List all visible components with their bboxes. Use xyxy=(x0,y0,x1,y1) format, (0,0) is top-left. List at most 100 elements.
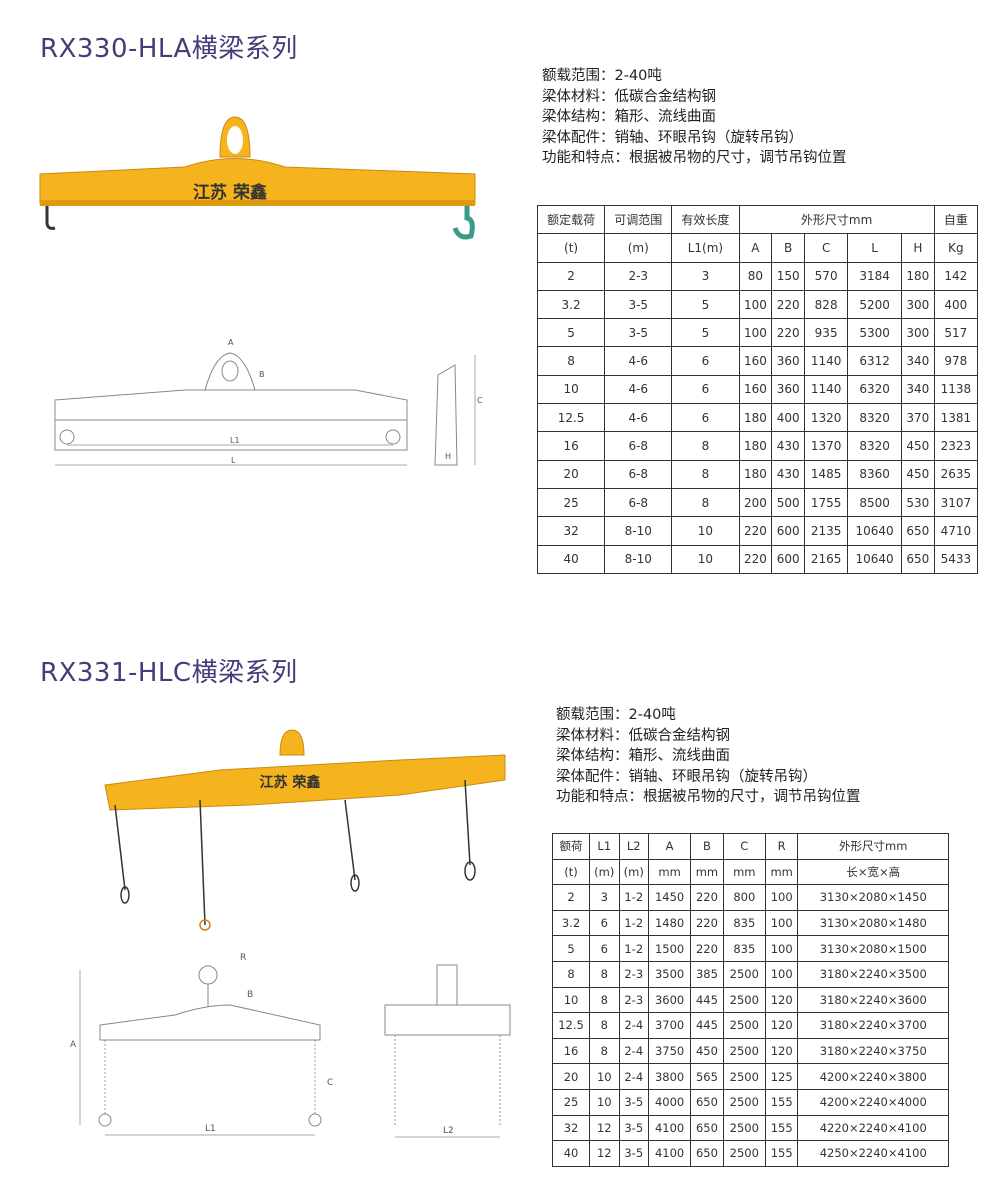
section2-specs: 额载范围：2-40吨 梁体材料：低碳合金结构钢 梁体结构：箱形、流线曲面 梁体配… xyxy=(556,705,861,808)
table-cell: 300 xyxy=(900,318,935,348)
table-cell: 40 xyxy=(536,544,606,574)
table-cell: 8-10 xyxy=(604,516,673,546)
table-cell: 8500 xyxy=(847,487,902,518)
table-cell: 3180×2240×3600 xyxy=(797,986,949,1014)
table-cell: 200 xyxy=(738,487,773,518)
table-cell: A xyxy=(647,833,692,860)
table-cell: 25 xyxy=(536,487,606,518)
table-cell: 600 xyxy=(771,516,806,546)
table-cell: 1480 xyxy=(647,909,692,937)
table-cell: 16 xyxy=(536,431,606,461)
spec-structure: 梁体结构：箱形、流线曲面 xyxy=(542,109,716,125)
table-cell: 445 xyxy=(690,1012,724,1039)
table-cell: 360 xyxy=(771,346,806,376)
table-cell: 32 xyxy=(551,1114,591,1142)
table-cell: 3 xyxy=(671,261,740,291)
table-cell: 5 xyxy=(536,318,606,348)
table-cell: 2-4 xyxy=(618,1012,650,1039)
table-cell: 3107 xyxy=(933,487,979,518)
table-cell: 5 xyxy=(551,935,591,962)
table-cell: 1320 xyxy=(804,403,849,433)
table-cell: 可调范围 xyxy=(604,204,673,235)
table-cell: 220 xyxy=(771,318,806,348)
table-cell: 4100 xyxy=(647,1114,692,1142)
svg-text:A: A xyxy=(70,1040,77,1050)
table-cell: 4000 xyxy=(647,1088,692,1116)
table-cell: 180 xyxy=(738,403,773,433)
table-cell: 1500 xyxy=(647,935,692,962)
table-cell: 8 xyxy=(671,431,740,461)
table-cell: 12 xyxy=(589,1140,620,1167)
table-cell: 835 xyxy=(722,909,766,937)
table-cell: 10640 xyxy=(847,544,902,574)
table-cell: 120 xyxy=(764,1037,799,1065)
spec-load-range: 额载范围：2-40吨 xyxy=(542,68,662,84)
hook-icon xyxy=(452,206,475,240)
svg-text:L: L xyxy=(231,456,236,465)
table-cell: 100 xyxy=(764,935,799,962)
table-cell: 20 xyxy=(536,459,606,489)
table-cell: 340 xyxy=(900,374,935,405)
table-cell: 340 xyxy=(900,346,935,376)
table-cell: 8320 xyxy=(847,431,902,461)
table-cell: 10 xyxy=(671,516,740,546)
table-cell: 1-2 xyxy=(618,884,650,911)
table-cell: 2-3 xyxy=(604,261,673,291)
table-cell: 650 xyxy=(690,1114,724,1142)
table-cell: L xyxy=(847,233,902,263)
spec-material: 梁体材料：低碳合金结构钢 xyxy=(556,727,730,744)
table-cell: 180 xyxy=(738,431,773,461)
table-cell: L2 xyxy=(618,833,650,860)
table-cell: 6312 xyxy=(847,346,902,376)
table-cell: 650 xyxy=(900,544,935,574)
table-cell: 3130×2080×1500 xyxy=(797,935,949,962)
svg-text:L2: L2 xyxy=(443,1126,454,1136)
table-cell: 220 xyxy=(771,289,806,320)
table-cell: 1138 xyxy=(933,374,979,405)
table-cell: 385 xyxy=(690,960,724,988)
table-cell: 1140 xyxy=(804,374,849,405)
table-cell: 8-10 xyxy=(604,544,673,574)
table-cell: 155 xyxy=(764,1114,799,1142)
table-cell: 360 xyxy=(771,374,806,405)
table-cell: 12.5 xyxy=(536,403,606,433)
table-cell: 400 xyxy=(771,403,806,433)
beam-label: 江苏 荣鑫 xyxy=(193,182,267,203)
table-cell: 4200×2240×4000 xyxy=(797,1088,949,1116)
table-cell: L1(m) xyxy=(671,233,740,263)
table-cell: 8 xyxy=(551,960,591,988)
table-cell: mm xyxy=(764,858,799,886)
table-cell: 2500 xyxy=(722,1140,766,1167)
table-cell: 100 xyxy=(764,960,799,988)
table-cell: 3600 xyxy=(647,986,692,1014)
table-cell: R xyxy=(764,833,799,860)
table-cell: 6 xyxy=(589,909,620,937)
table-cell: 5200 xyxy=(847,289,902,320)
table-cell: 2500 xyxy=(722,1012,766,1039)
table-cell: 80 xyxy=(738,261,773,291)
table-cell: (m) xyxy=(618,858,650,886)
table-cell: 6-8 xyxy=(604,431,673,461)
table-cell: 8 xyxy=(589,1037,620,1065)
table-cell: 3-5 xyxy=(618,1140,650,1167)
svg-text:R: R xyxy=(240,953,246,963)
table-cell: 2500 xyxy=(722,986,766,1014)
table-cell: 5433 xyxy=(933,544,979,574)
table-cell: 1-2 xyxy=(618,909,650,937)
table-cell: 16 xyxy=(551,1037,591,1065)
